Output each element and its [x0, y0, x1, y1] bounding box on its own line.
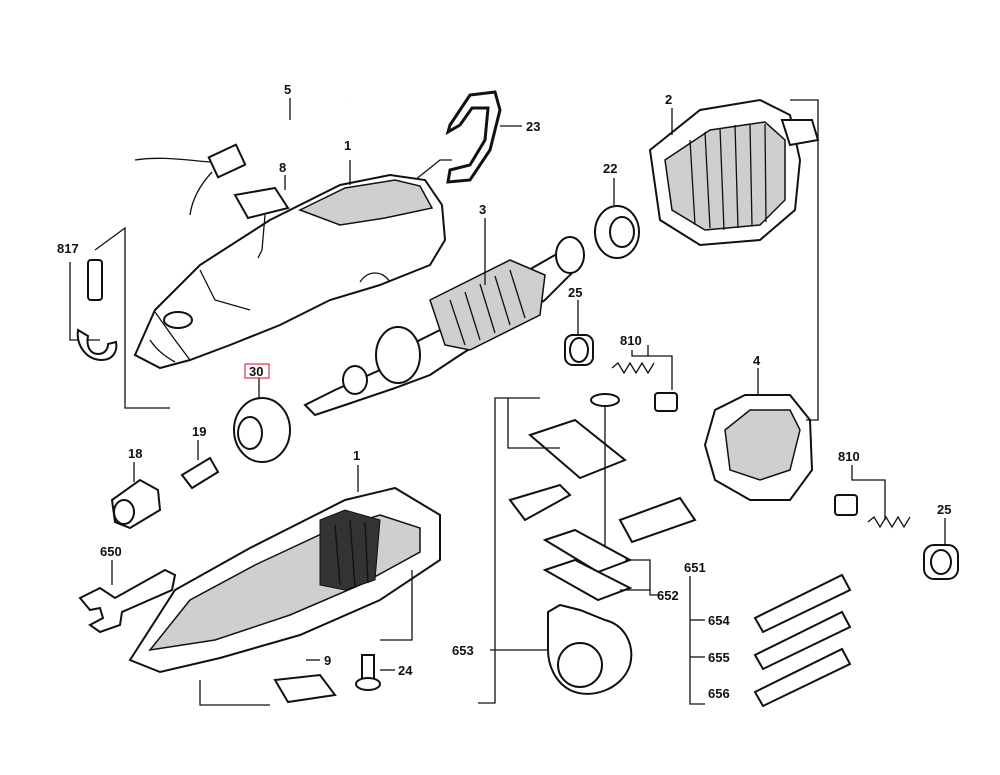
- brush-25-right-part: [923, 518, 959, 580]
- label-25-right: 25: [937, 502, 951, 517]
- label-30: 30: [249, 364, 263, 379]
- label-19: 19: [192, 424, 206, 439]
- label-3: 3: [479, 202, 486, 217]
- spring-clip-817-part: [69, 226, 170, 409]
- label-655: 655: [708, 650, 730, 665]
- label-817: 817: [57, 241, 79, 256]
- brush-spring-810-right-part: [834, 465, 911, 529]
- label-1-top: 1: [344, 138, 351, 153]
- label-8: 8: [279, 160, 286, 175]
- wrench-650-part: [78, 560, 177, 634]
- label-810-right: 810: [838, 449, 860, 464]
- bearing-30-part: [233, 363, 291, 463]
- label-5: 5: [284, 82, 291, 97]
- label-650: 650: [100, 544, 122, 559]
- label-656: 656: [708, 686, 730, 701]
- collet-19-part: [180, 440, 220, 490]
- power-cord-part: [134, 98, 346, 216]
- grinding-stones-part: [753, 573, 852, 708]
- label-654: 654: [708, 613, 730, 628]
- motor-housing-part: 1: [133, 138, 447, 370]
- label-24: 24: [398, 663, 413, 678]
- bearing-22-part: [594, 178, 640, 259]
- label-25-top: 25: [568, 285, 582, 300]
- collet-nut-18-part: [110, 462, 162, 530]
- screw-24-part: [355, 654, 395, 691]
- label-653: 653: [452, 643, 474, 658]
- label-22: 22: [603, 161, 617, 176]
- label-23: 23: [526, 119, 540, 134]
- housing-half-part: [128, 465, 441, 706]
- brush-holder-part: [703, 99, 819, 501]
- label-651: 651: [684, 560, 706, 575]
- brush-25-top-part: [564, 300, 594, 366]
- attachment-kit-651-part: [478, 393, 705, 705]
- label-652: 652: [657, 588, 679, 603]
- label-1-bottom: 1: [353, 448, 360, 463]
- nameplate-part: [233, 175, 290, 259]
- label-2: 2: [665, 92, 672, 107]
- hanger-clip-part: [414, 90, 522, 184]
- label-9-part: [273, 659, 337, 704]
- label-4: 4: [753, 353, 761, 368]
- label-810-top: 810: [620, 333, 642, 348]
- brush-spring-810-top-part: [611, 345, 678, 412]
- field-coil-part: [648, 98, 820, 247]
- label-18: 18: [128, 446, 142, 461]
- highlight-box-30: [244, 363, 270, 379]
- armature-part: [303, 218, 585, 417]
- label-9: 9: [324, 653, 331, 668]
